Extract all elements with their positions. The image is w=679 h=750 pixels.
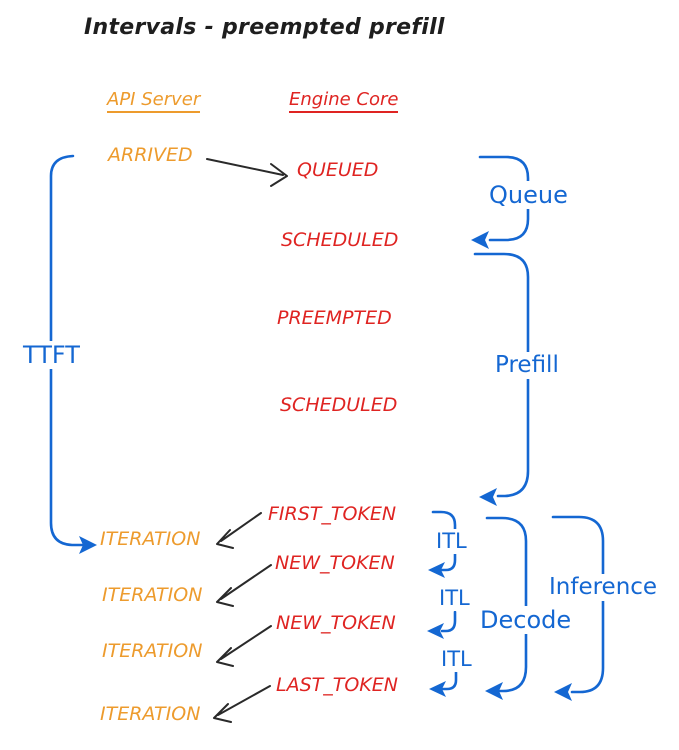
interval-label-itl-1: ITL bbox=[432, 529, 471, 555]
queue-arrowhead bbox=[471, 231, 489, 249]
itl3-arrow-line bbox=[441, 670, 458, 691]
event-arrived: ARRIVED bbox=[108, 144, 193, 166]
event-iteration-1: ITERATION bbox=[100, 528, 201, 550]
arrow-new-token1-to-iteration2 bbox=[216, 564, 272, 607]
event-new-token-1: NEW_TOKEN bbox=[275, 552, 395, 574]
event-scheduled-1: SCHEDULED bbox=[281, 229, 399, 251]
interval-label-prefill: Prefill bbox=[491, 352, 563, 380]
decode-bracket-line bbox=[485, 516, 528, 693]
event-iteration-3: ITERATION bbox=[102, 640, 203, 662]
diagram-title: Intervals - preempted prefill bbox=[84, 15, 445, 40]
itl2-arrowhead bbox=[427, 623, 444, 639]
itl3-arrowhead bbox=[429, 681, 446, 697]
interval-label-itl-3: ITL bbox=[437, 647, 476, 673]
decode-arrowhead bbox=[485, 682, 503, 700]
arrow-last-token-to-iteration4 bbox=[213, 685, 271, 723]
event-last-token: LAST_TOKEN bbox=[276, 674, 398, 696]
itl1-bracket-top bbox=[431, 510, 457, 531]
column-header-api-server: API Server bbox=[107, 90, 201, 113]
event-iteration-4: ITERATION bbox=[100, 703, 201, 725]
ttft-arrowhead bbox=[79, 536, 97, 554]
interval-label-itl-2: ITL bbox=[435, 586, 474, 612]
arrow-new-token2-to-iteration3 bbox=[216, 625, 272, 667]
event-first-token: FIRST_TOKEN bbox=[268, 503, 397, 525]
interval-label-decode: Decode bbox=[476, 606, 576, 635]
prefill-arrowhead bbox=[479, 488, 497, 506]
event-preempted: PREEMPTED bbox=[277, 307, 392, 329]
event-new-token-2: NEW_TOKEN bbox=[276, 612, 396, 634]
column-header-engine-core: Engine Core bbox=[289, 90, 399, 113]
interval-label-queue: Queue bbox=[485, 181, 572, 210]
event-queued: QUEUED bbox=[297, 159, 379, 181]
ttft-bracket-line bbox=[49, 154, 85, 547]
event-iteration-2: ITERATION bbox=[102, 584, 203, 606]
interval-label-ttft: TTFT bbox=[19, 341, 84, 370]
inference-bracket-line bbox=[551, 515, 605, 694]
event-scheduled-2: SCHEDULED bbox=[280, 394, 398, 416]
interval-label-inference: Inference bbox=[545, 574, 662, 602]
inference-arrowhead bbox=[554, 683, 572, 701]
itl1-arrowhead bbox=[428, 562, 445, 578]
itl1-arrow-line bbox=[440, 551, 457, 572]
itl2-arrow-line bbox=[440, 610, 457, 633]
arrow-first-token-to-iteration1 bbox=[216, 512, 262, 549]
arrow-arrived-to-queued bbox=[206, 158, 288, 187]
